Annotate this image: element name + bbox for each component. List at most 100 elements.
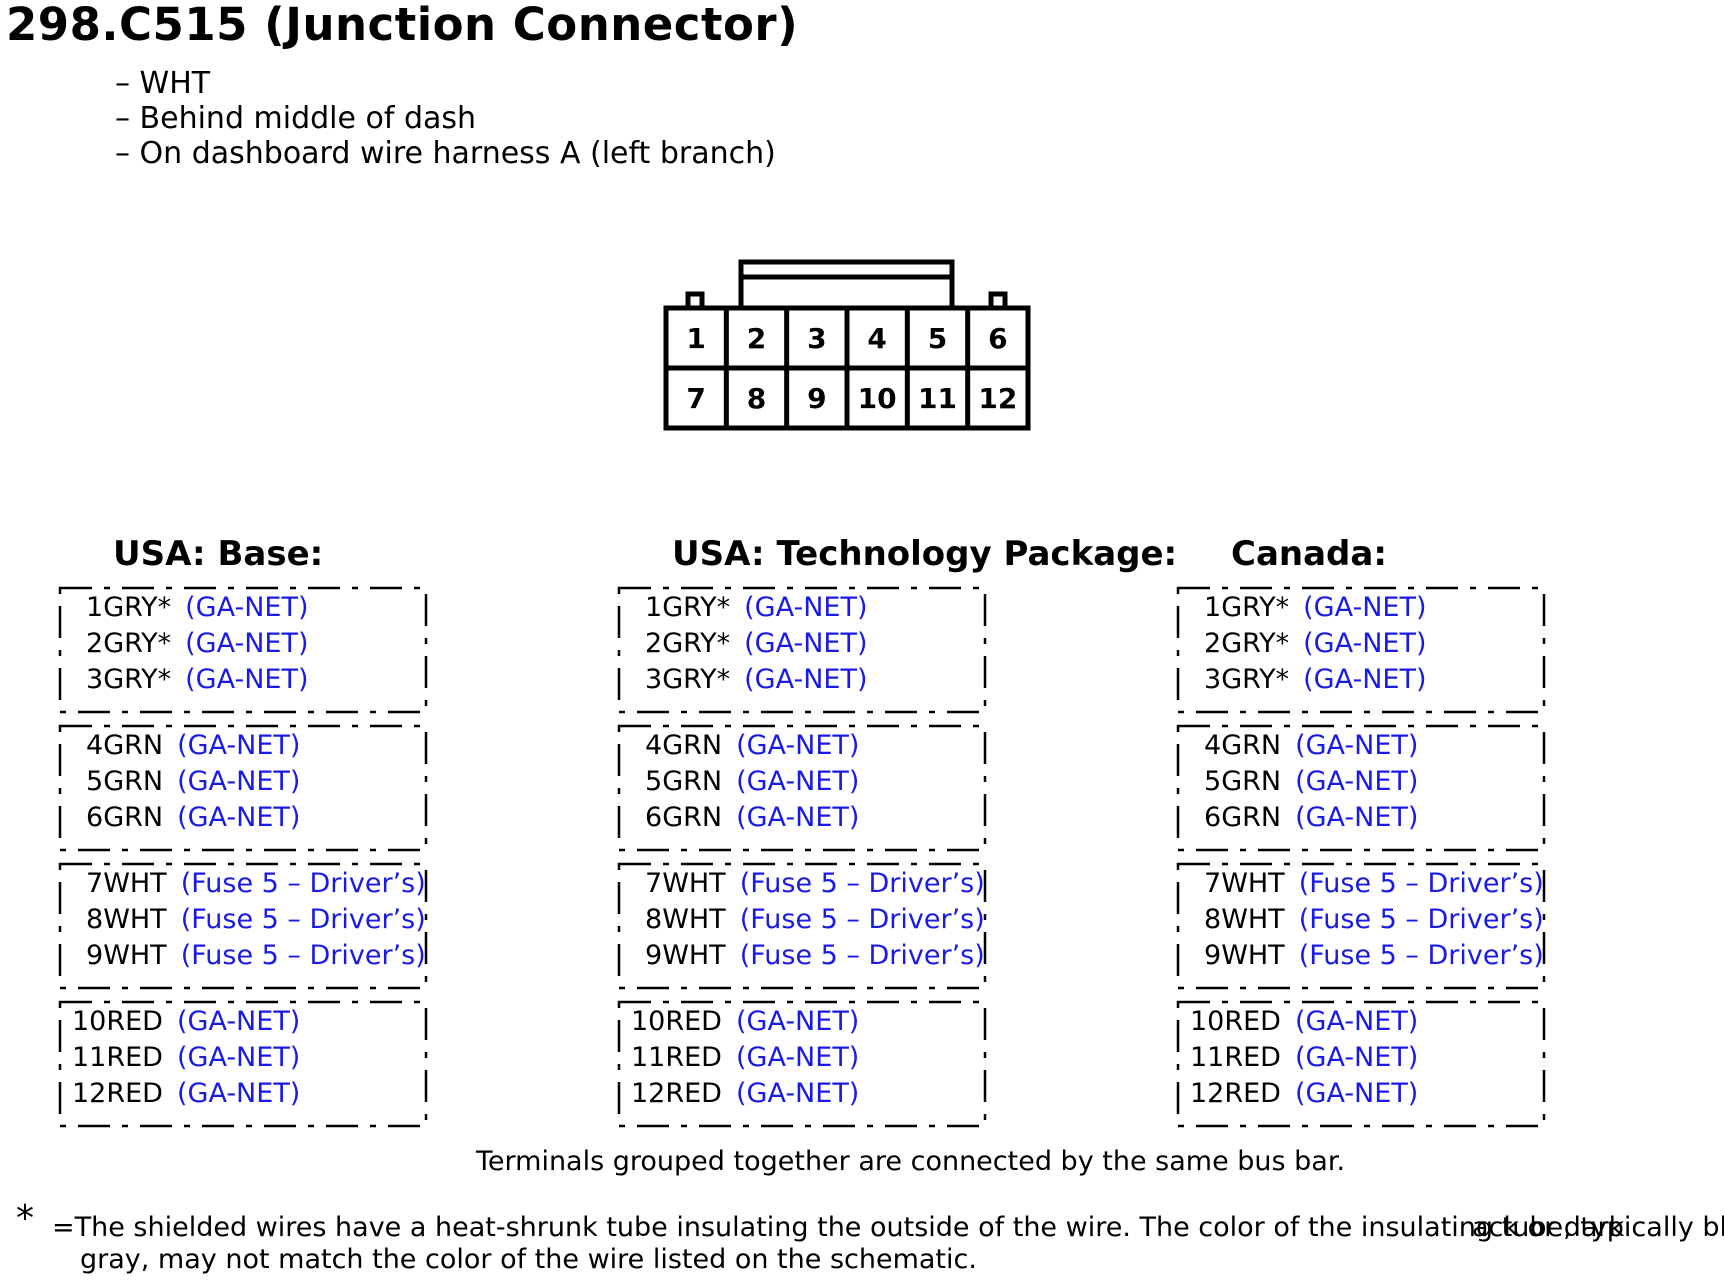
bus-bar-outline (1176, 1000, 1546, 1128)
wire-row: 11RED(GA-NET) (631, 1042, 859, 1073)
wire-color: RED (1224, 1006, 1281, 1037)
terminal-number: 6 (1204, 802, 1222, 833)
circuit-name: (GA-NET) (735, 1006, 860, 1037)
wire-color: WHT (1221, 868, 1285, 899)
circuit-name: (GA-NET) (1294, 1078, 1419, 1109)
wire-row: 3GRY*(GA-NET) (645, 664, 868, 695)
section-title-usa-base: USA: Base: (113, 534, 324, 574)
wire-color: GRN (662, 766, 723, 797)
circuit-name: (GA-NET) (1294, 1042, 1419, 1073)
wire-row: 8WHT(Fuse 5 – Driver’s) (645, 904, 985, 935)
bus-bar-border (1176, 862, 1546, 990)
bus-bar-border (58, 862, 428, 990)
terminal-number: 5 (645, 766, 663, 797)
circuit-name: (GA-NET) (736, 730, 860, 761)
bus-bar-border (58, 1000, 428, 1128)
wire-row: 5GRN(GA-NET) (86, 766, 300, 797)
wire-row: 10RED(GA-NET) (631, 1006, 859, 1037)
circuit-name: (GA-NET) (735, 1042, 860, 1073)
wire-color: RED (665, 1078, 722, 1109)
wire-color: GRY* (662, 592, 731, 623)
wire-row: 2GRY*(GA-NET) (86, 628, 309, 659)
terminal-number: 3 (86, 664, 104, 695)
circuit-name: (Fuse 5 – Driver’s) (739, 904, 985, 935)
wire-row: 6GRN(GA-NET) (1204, 802, 1418, 833)
wire-row: 10RED(GA-NET) (72, 1006, 300, 1037)
wire-color: RED (106, 1078, 163, 1109)
wire-color: WHT (662, 868, 726, 899)
bus-bar-group: 1GRY*(GA-NET)2GRY*(GA-NET)3GRY*(GA-NET) (1176, 586, 1546, 714)
wire-row: 6GRN(GA-NET) (645, 802, 859, 833)
terminal-number: 9 (645, 940, 663, 971)
bus-bar-outline (617, 724, 987, 852)
pin-number-1: 1 (686, 322, 705, 355)
bus-bar-outline (617, 586, 987, 714)
wire-row: 9WHT (Fuse 5 – Driver’s) (645, 940, 985, 971)
circuit-name: (Fuse 5 – Driver’s) (739, 868, 985, 899)
circuit-name: (GA-NET) (177, 802, 301, 833)
wire-row: 12RED(GA-NET) (1190, 1078, 1418, 1109)
wire-color: RED (1224, 1078, 1281, 1109)
wire-color: WHT (103, 904, 167, 935)
bus-bar-border (1176, 1000, 1546, 1128)
circuit-name: (Fuse 5 – Driver’s) (180, 904, 426, 935)
bus-bar-border (617, 1000, 987, 1128)
terminal-number: 10 (72, 1006, 107, 1037)
wire-color: WHT (662, 940, 726, 971)
wire-row: 1GRY*(GA-NET) (645, 592, 868, 623)
terminal-number: 8 (645, 904, 663, 935)
wire-row: 5GRN (GA-NET) (645, 766, 859, 797)
circuit-name: (GA-NET) (744, 592, 868, 623)
terminal-number: 9 (1204, 940, 1222, 971)
bus-bar-group: 4GRN(GA-NET)5GRN(GA-NET)6GRN(GA-NET) (1176, 724, 1546, 852)
connector-latch (738, 259, 955, 306)
bus-bar-outline (58, 724, 428, 852)
terminal-number: 2 (645, 628, 663, 659)
circuit-name: (GA-NET) (176, 1006, 301, 1037)
circuit-name: (Fuse 5 – Driver’s) (739, 940, 985, 971)
wire-color: RED (1224, 1042, 1281, 1073)
circuit-name: (GA-NET) (177, 730, 301, 761)
wire-row: 1GRY*(GA-NET) (1204, 592, 1427, 623)
wire-color: GRY* (662, 628, 731, 659)
circuit-name: (Fuse 5 – Driver’s) (180, 940, 426, 971)
circuit-name: (GA-NET) (185, 628, 309, 659)
terminal-number: 2 (1204, 628, 1222, 659)
wire-color: GRY* (662, 664, 731, 695)
wire-row: 2GRY*(GA-NET) (645, 628, 868, 659)
terminal-number: 11 (1190, 1042, 1225, 1073)
bus-bar-group: 7WHT(Fuse 5 – Driver’s)8WHT(Fuse 5 – Dri… (58, 862, 428, 990)
terminal-number: 6 (645, 802, 663, 833)
wire-row: 4GRN(GA-NET) (86, 730, 300, 761)
section-title-usa-technology: USA: Technology Package: (672, 534, 1178, 574)
wire-color: GRN (103, 802, 164, 833)
wire-row: 9WHT(Fuse 5 – Driver’s) (86, 940, 426, 971)
wire-row: 10RED(GA-NET) (1190, 1006, 1418, 1037)
circuit-name: (GA-NET) (1295, 730, 1419, 761)
terminal-number: 6 (86, 802, 104, 833)
terminal-number: 7 (86, 868, 104, 899)
bus-bar-group: 10RED(GA-NET)11RED(GA-NET)12RED(GA-NET) (1176, 1000, 1546, 1128)
circuit-name: (GA-NET) (736, 766, 860, 797)
bus-bar-caption: Terminals grouped together are connected… (476, 1146, 1346, 1177)
bus-bar-border (1176, 586, 1546, 714)
bus-bar-group: 1GRY*(GA-NET)2GRY*(GA-NET)3GRY*(GA-NET) (617, 586, 987, 714)
terminal-number: 4 (86, 730, 104, 761)
terminal-number: 5 (86, 766, 104, 797)
terminal-number: 12 (72, 1078, 107, 1109)
wire-color: GRN (662, 730, 723, 761)
circuit-name: (GA-NET) (744, 664, 868, 695)
bus-bar-outline (1176, 586, 1546, 714)
bus-bar-border (58, 724, 428, 852)
bus-bar-group: 4GRN(GA-NET)5GRN(GA-NET)6GRN(GA-NET) (617, 724, 987, 852)
wire-color: GRY* (1221, 628, 1290, 659)
description-item: WHT (115, 66, 776, 101)
wire-row: 12RED(GA-NET) (631, 1078, 859, 1109)
circuit-name: (Fuse 5 – Driver’s) (1298, 940, 1544, 971)
pin-number-6: 6 (988, 322, 1007, 355)
pin-number-2: 2 (747, 322, 766, 355)
wire-color: GRY* (103, 592, 172, 623)
wire-row: 9WHT(Fuse 5 – Driver’s) (1204, 940, 1544, 971)
circuit-name: (GA-NET) (185, 664, 309, 695)
